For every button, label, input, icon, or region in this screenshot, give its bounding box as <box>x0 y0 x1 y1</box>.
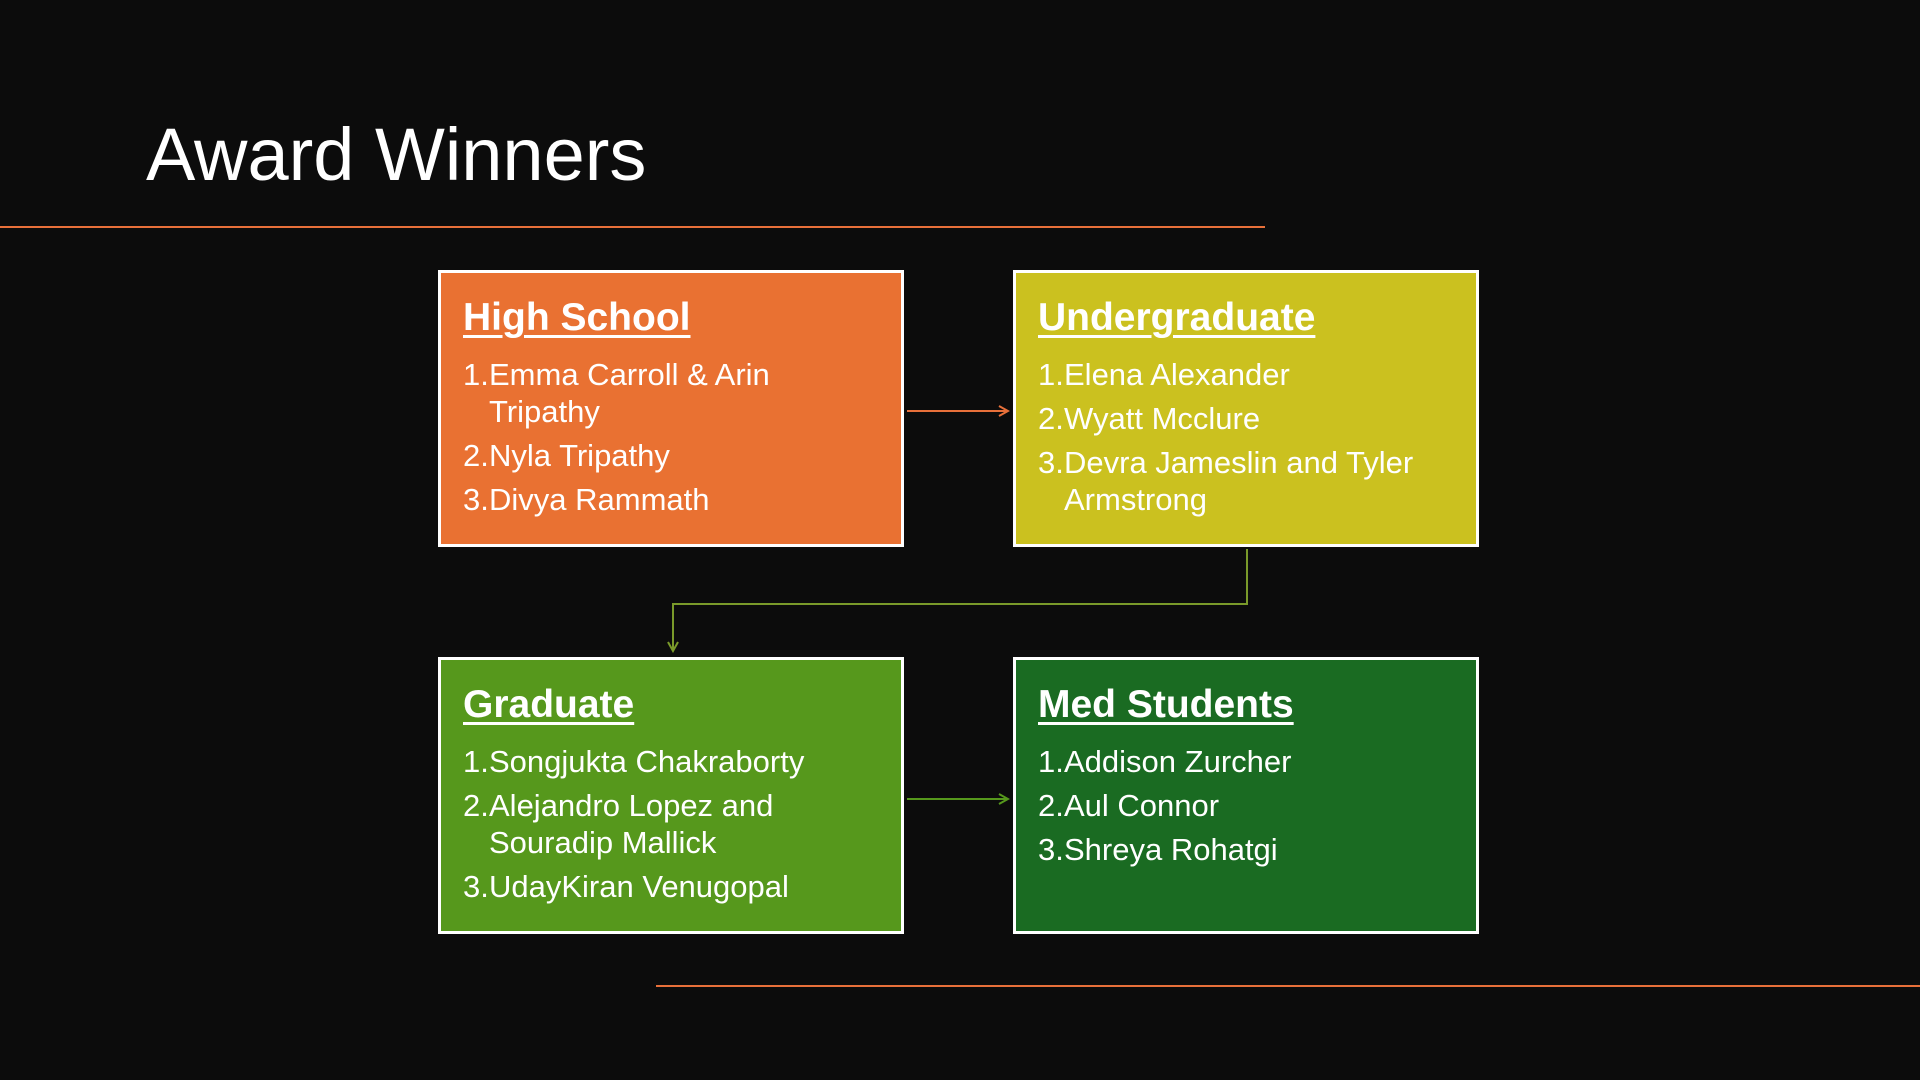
list-item: Songjukta Chakraborty <box>463 743 805 780</box>
list-item: Devra Jameslin and Tyler Armstrong <box>1038 444 1414 517</box>
undergraduate-list: Elena Alexander Wyatt Mcclure Devra Jame… <box>1038 356 1454 518</box>
list-item: Nyla Tripathy <box>463 437 670 474</box>
top-divider <box>0 226 1265 228</box>
slide-title: Award Winners <box>146 113 647 196</box>
graduate-heading: Graduate <box>463 683 635 726</box>
graduate-box: Graduate Songjukta Chakraborty Alejandro… <box>438 657 904 934</box>
list-item: Addison Zurcher <box>1038 743 1292 780</box>
list-item: Alejandro Lopez and Souradip Mallick <box>463 787 774 860</box>
list-item: Divya Rammath <box>463 481 710 518</box>
undergraduate-heading: Undergraduate <box>1038 296 1316 339</box>
arrow-undergraduate-to-graduate <box>673 549 1248 651</box>
high-school-box: High School Emma Carroll & Arin Tripathy… <box>438 270 904 547</box>
med-students-box: Med Students Addison Zurcher Aul Connor … <box>1013 657 1479 934</box>
list-item: Elena Alexander <box>1038 356 1290 393</box>
list-item: Shreya Rohatgi <box>1038 831 1278 868</box>
list-item: UdayKiran Venugopal <box>463 868 789 905</box>
med-students-heading: Med Students <box>1038 683 1294 726</box>
high-school-heading: High School <box>463 296 691 339</box>
list-item: Aul Connor <box>1038 787 1220 824</box>
med-students-list: Addison Zurcher Aul Connor Shreya Rohatg… <box>1038 743 1454 868</box>
graduate-list: Songjukta Chakraborty Alejandro Lopez an… <box>463 743 879 905</box>
undergraduate-box: Undergraduate Elena Alexander Wyatt Mccl… <box>1013 270 1479 547</box>
list-item: Emma Carroll & Arin Tripathy <box>463 356 770 429</box>
list-item: Wyatt Mcclure <box>1038 400 1261 437</box>
high-school-list: Emma Carroll & Arin Tripathy Nyla Tripat… <box>463 356 879 518</box>
bottom-divider <box>656 985 1920 987</box>
